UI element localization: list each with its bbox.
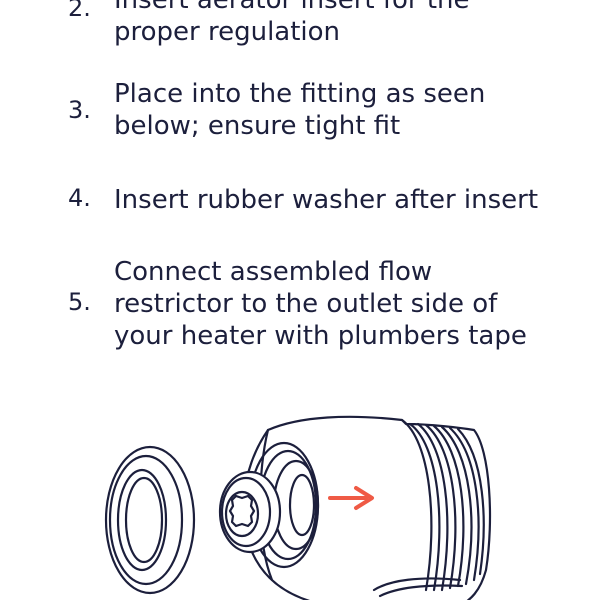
step-text-line: proper regulation bbox=[114, 17, 341, 47]
step-text: Connect assembled flow restrictor to the… bbox=[114, 256, 584, 352]
step-text: Place into the fitting as seen below; en… bbox=[114, 78, 584, 142]
flow-restrictor-insert-icon bbox=[218, 470, 282, 554]
step-number: 5. bbox=[68, 288, 91, 316]
step-text-line: your heater with plumbers tape bbox=[114, 321, 527, 351]
step-number: 3. bbox=[68, 96, 91, 124]
step-text: Insert aerator insert for the proper reg… bbox=[114, 0, 584, 48]
step-number: 2. bbox=[68, 0, 91, 22]
step-text-line: below; ensure tight fit bbox=[114, 111, 401, 141]
step-text-line: Connect assembled flow bbox=[114, 257, 433, 287]
threaded-fitting-icon bbox=[242, 415, 492, 600]
direction-arrow-icon bbox=[328, 486, 374, 510]
rubber-washer-icon bbox=[104, 445, 196, 595]
step-number: 4. bbox=[68, 184, 91, 212]
step-text-line: restrictor to the outlet side of bbox=[114, 289, 498, 319]
assembly-illustration bbox=[104, 415, 492, 600]
step-text-line: Place into the fitting as seen bbox=[114, 79, 486, 109]
step-text-line: Insert rubber washer after insert bbox=[114, 185, 539, 215]
step-text-line: Insert aerator insert for the bbox=[114, 0, 470, 15]
step-text: Insert rubber washer after insert bbox=[114, 184, 584, 216]
